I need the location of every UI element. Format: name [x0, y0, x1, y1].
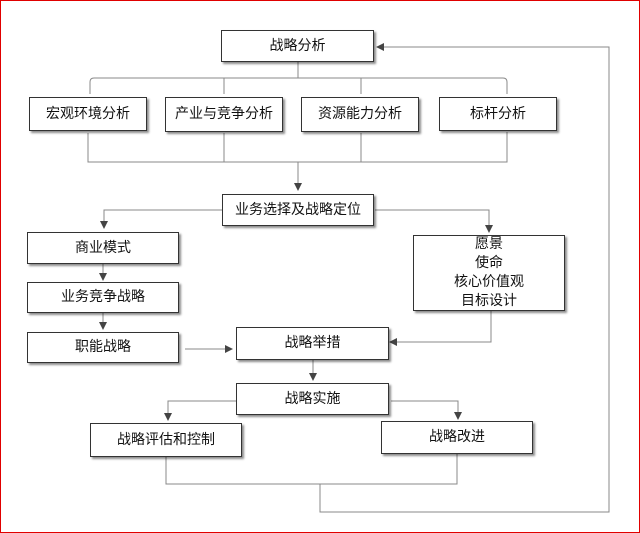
node-resource-capability: 资源能力分析	[301, 97, 419, 132]
node-business-model: 商业模式	[27, 232, 179, 264]
node-business-selection: 业务选择及战略定位	[222, 194, 374, 226]
node-industry-competition: 产业与竞争分析	[165, 97, 283, 132]
arrow-to-evaluation	[164, 400, 236, 421]
node-evaluation-control: 战略评估和控制	[90, 423, 242, 457]
vision-line-3: 核心价值观	[454, 274, 524, 290]
connector-bottom-bracket	[87, 132, 508, 163]
node-strategic-measures: 战略举措	[236, 327, 389, 360]
vision-line-4: 目标设计	[461, 293, 517, 309]
arrow-to-improvement	[391, 400, 462, 420]
vision-line-2: 使命	[475, 255, 503, 271]
node-functional-strategy: 职能战略	[27, 332, 179, 363]
arrow-to-vision	[375, 209, 493, 233]
vision-line-1: 愿景	[475, 236, 503, 252]
node-strategy-analysis: 战略分析	[221, 30, 374, 62]
arrow-vision-to-measures	[389, 311, 492, 346]
node-strategy-improvement: 战略改进	[381, 421, 533, 454]
node-strategy-implementation: 战略实施	[236, 383, 389, 415]
connector-top-bracket	[89, 77, 508, 94]
node-macro-environment: 宏观环境分析	[29, 97, 147, 131]
connector-bottom-loop	[165, 454, 458, 485]
node-benchmark: 标杆分析	[439, 97, 557, 131]
node-vision-mission: 愿景 使命 核心价值观 目标设计	[413, 235, 565, 311]
arrow-feedback-loop	[319, 43, 610, 513]
node-business-competitive-strategy: 业务竞争战略	[27, 282, 179, 313]
arrow-to-business-model	[100, 209, 222, 229]
